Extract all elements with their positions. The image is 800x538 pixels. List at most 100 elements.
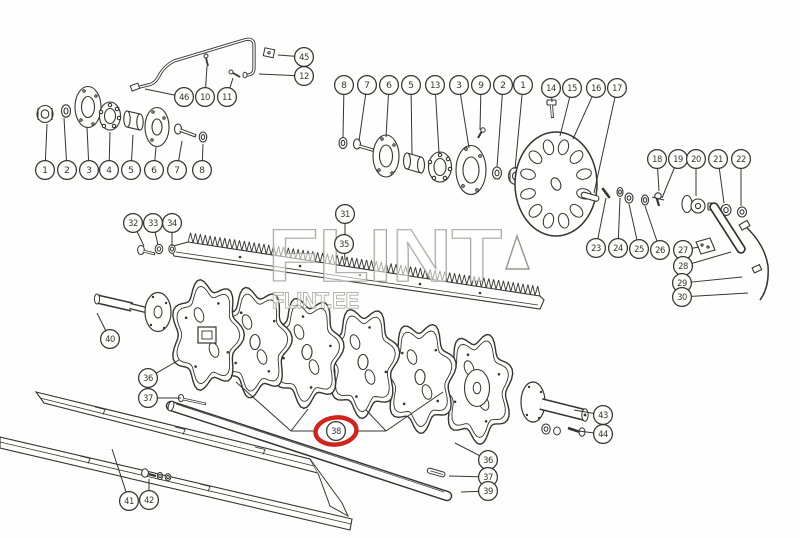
callout-26[interactable]: 26 [644, 205, 671, 261]
callout-9[interactable]: 9 [470, 74, 492, 131]
callout-7[interactable]: 7 [166, 140, 188, 181]
callout-1[interactable]: 1 [34, 123, 56, 181]
svg-text:10: 10 [200, 92, 210, 102]
svg-text:25: 25 [634, 244, 644, 254]
angle-bar-41-lower [0, 436, 353, 531]
bar-bolt-32 [137, 245, 156, 256]
callout-18[interactable]: 18 [646, 148, 668, 192]
svg-text:46: 46 [179, 92, 189, 102]
svg-text:30: 30 [677, 292, 687, 302]
svg-text:21: 21 [713, 154, 723, 164]
callout-12[interactable]: 12 [258, 65, 315, 87]
line-bolt-11 [228, 69, 241, 78]
callout-5[interactable]: 5 [120, 134, 142, 181]
callout-32[interactable]: 32 [122, 212, 145, 247]
callout-28[interactable]: 28 [672, 251, 732, 277]
callout-25[interactable]: 25 [628, 203, 650, 260]
callout-24[interactable]: 24 [607, 197, 629, 259]
svg-text:13: 13 [430, 80, 440, 90]
callout-4[interactable]: 4 [98, 131, 120, 181]
svg-text:18: 18 [652, 154, 662, 164]
callout-37[interactable]: 37 [137, 387, 181, 409]
svg-text:1: 1 [42, 165, 48, 176]
callout-14[interactable]: 14 [540, 77, 562, 103]
key-17 [580, 191, 600, 202]
callout-21[interactable]: 21 [707, 148, 729, 204]
callout-22[interactable]: 22 [730, 148, 752, 206]
svg-text:28: 28 [678, 261, 688, 271]
callout-36[interactable]: 36 [454, 442, 499, 471]
tensioner-parts-right [601, 186, 769, 301]
svg-text:23: 23 [591, 243, 601, 253]
callout-2[interactable]: 2 [56, 117, 78, 181]
disc-bolt-14 [546, 99, 557, 119]
callout-6[interactable]: 6 [143, 146, 165, 181]
packer-disc [439, 333, 514, 446]
callout-8[interactable]: 8 [333, 74, 355, 139]
svg-text:42: 42 [144, 495, 154, 505]
callout-33[interactable]: 33 [142, 212, 164, 246]
callout-40[interactable]: 40 [96, 312, 121, 350]
grease-nipple-9 [477, 127, 486, 139]
callout-20[interactable]: 20 [685, 148, 707, 196]
svg-text:6: 6 [151, 165, 157, 176]
callout-3[interactable]: 3 [78, 126, 100, 181]
callout-16[interactable]: 16 [572, 77, 607, 140]
svg-text:8: 8 [199, 165, 205, 176]
callout-3[interactable]: 3 [448, 74, 470, 149]
leader-line [651, 196, 665, 201]
svg-text:1: 1 [520, 80, 526, 91]
svg-text:41: 41 [124, 496, 134, 506]
callout-5[interactable]: 5 [400, 74, 422, 155]
hub-20 [681, 194, 706, 214]
callout-13[interactable]: 13 [424, 74, 446, 154]
callout-35[interactable]: 35 [333, 233, 355, 261]
callout-8[interactable]: 8 [191, 143, 213, 181]
callout-23[interactable]: 23 [585, 197, 607, 259]
callout-45[interactable]: 45 [277, 46, 315, 68]
callout-11[interactable]: 11 [216, 77, 238, 108]
svg-text:31: 31 [340, 209, 350, 219]
callout-42[interactable]: 42 [138, 479, 160, 511]
callout-15[interactable]: 15 [559, 77, 583, 137]
callout-2[interactable]: 2 [492, 74, 514, 168]
svg-text:8: 8 [341, 80, 347, 91]
svg-text:3: 3 [86, 165, 92, 176]
callout-1[interactable]: 1 [512, 74, 534, 170]
callout-41[interactable]: 41 [111, 448, 140, 512]
svg-text:27: 27 [678, 245, 688, 255]
callout-10[interactable]: 10 [194, 65, 216, 108]
svg-text:32: 32 [128, 218, 138, 228]
packer-disc [382, 323, 457, 435]
callout-30[interactable]: 30 [671, 286, 749, 308]
watermark-brand: FLINT [268, 214, 502, 297]
clip-37 [426, 467, 446, 478]
callout-38[interactable]: 38 [313, 415, 359, 447]
callout-27[interactable]: 27 [672, 239, 700, 261]
callout-7[interactable]: 7 [356, 74, 378, 142]
line-fitting-46 [129, 82, 141, 92]
svg-text:22: 22 [736, 154, 746, 164]
lower-bars [0, 391, 453, 531]
svg-text:11: 11 [222, 92, 232, 102]
svg-text:35: 35 [339, 239, 349, 249]
callout-39[interactable]: 39 [460, 480, 499, 502]
callout-44[interactable]: 44 [577, 423, 614, 445]
plate-27 [695, 237, 716, 255]
svg-text:38: 38 [331, 426, 341, 436]
callout-6[interactable]: 6 [378, 74, 400, 138]
callout-31[interactable]: 31 [334, 203, 356, 234]
callout-37[interactable]: 37 [448, 466, 499, 488]
callout-17[interactable]: 17 [593, 77, 628, 194]
callout-46[interactable]: 46 [144, 86, 195, 108]
svg-text:2: 2 [64, 165, 70, 176]
callout-29[interactable]: 29 [671, 272, 743, 294]
bar-nut-33 [154, 243, 164, 255]
svg-text:36: 36 [483, 455, 493, 465]
callout-34[interactable]: 34 [161, 212, 183, 246]
callout-36[interactable]: 36 [137, 359, 180, 389]
svg-text:7: 7 [364, 80, 370, 91]
selected-part-highlight [313, 415, 359, 447]
